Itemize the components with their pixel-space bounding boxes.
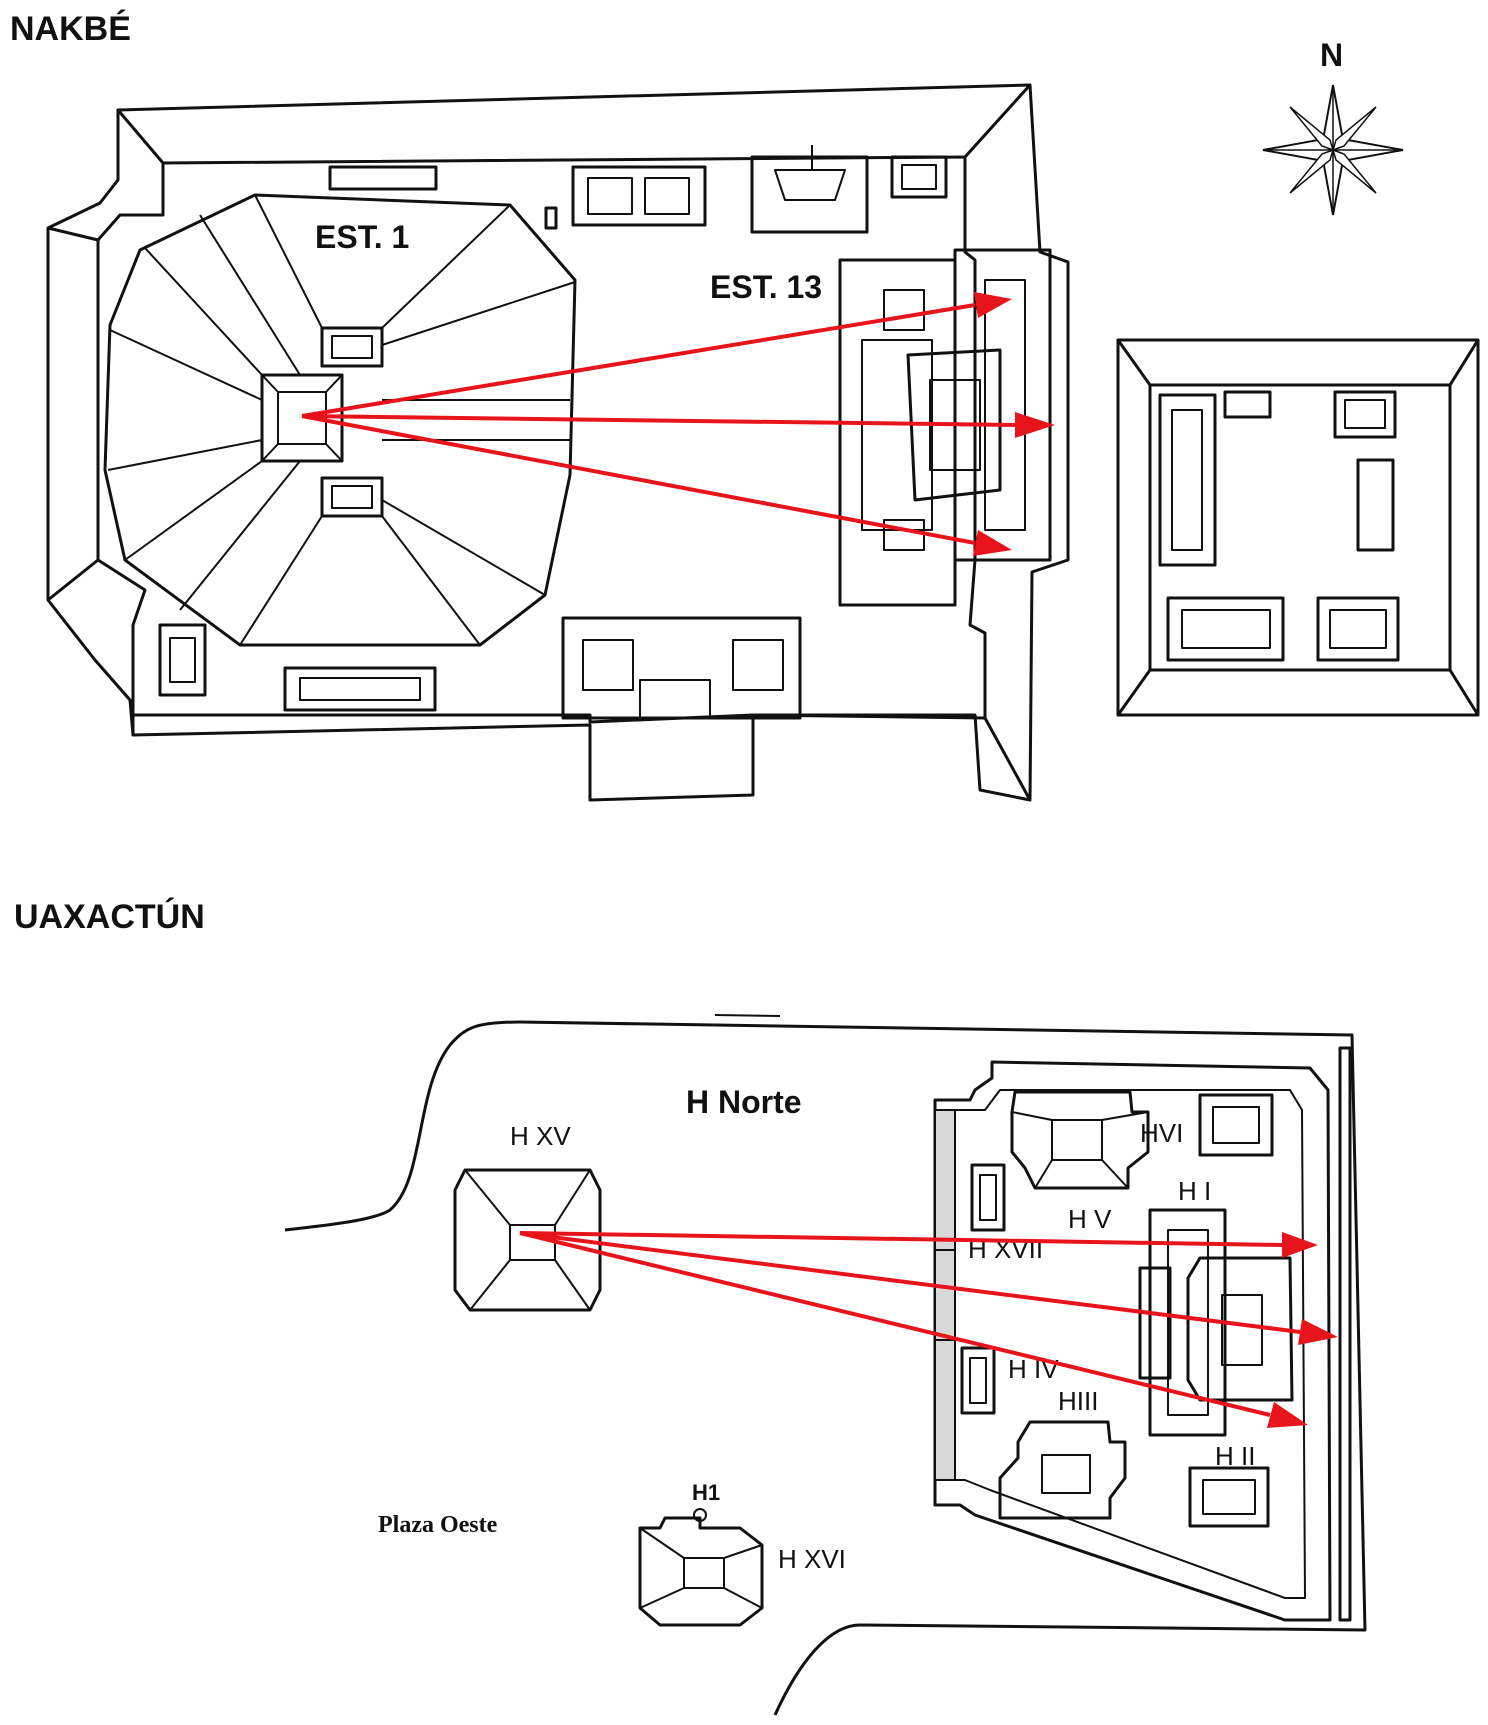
uaxactun-group-h-outline xyxy=(284,1014,1367,1716)
h-i-label: H I xyxy=(1178,1176,1211,1206)
h-ii-label: H II xyxy=(1215,1441,1255,1471)
h-norte-platform: H Norte xyxy=(686,1060,1332,1622)
compass-north-label: N xyxy=(1320,37,1343,73)
nakbe-alignment-arrows xyxy=(301,292,1055,556)
h-vi-label: HVI xyxy=(1140,1118,1183,1148)
h-xvi-label: H XVI xyxy=(778,1544,846,1574)
h-iii-label: HIII xyxy=(1058,1386,1098,1416)
nakbe-north-structures xyxy=(328,145,948,234)
est-1-label: EST. 1 xyxy=(315,219,409,255)
h-vi-structure: HVI xyxy=(1140,1093,1274,1157)
compass-rose-icon: N xyxy=(1262,37,1404,216)
uaxactun-alignment-arrows xyxy=(519,1231,1338,1428)
h-iv-structure: H IV xyxy=(960,1346,1059,1415)
est-13-complex: EST. 13 xyxy=(710,248,1052,607)
uaxactun-title: UAXACTÚN xyxy=(14,898,205,936)
h-v-label: H V xyxy=(1068,1204,1112,1234)
h-i-structure: H I xyxy=(1138,1176,1294,1437)
h-v-structure: H V xyxy=(1010,1090,1150,1234)
plaza-oeste-label: Plaza Oeste xyxy=(378,1512,498,1538)
est-13-label: EST. 13 xyxy=(710,269,822,305)
h-xv-label: H XV xyxy=(510,1121,571,1151)
nakbe-title: NAKBÉ xyxy=(10,10,131,48)
nakbe-south-structures xyxy=(158,616,802,720)
nakbe-main-platform xyxy=(46,83,1070,802)
nakbe-east-platform xyxy=(1116,338,1480,717)
h-xvi-structure: H1 H XVI xyxy=(638,1480,846,1627)
h-norte-label: H Norte xyxy=(686,1084,802,1120)
h1-label: H1 xyxy=(692,1480,720,1505)
h-xv-pyramid: H XV xyxy=(453,1121,602,1312)
h-iii-structure: HIII xyxy=(998,1386,1127,1520)
h-ii-structure: H II xyxy=(1188,1441,1270,1528)
